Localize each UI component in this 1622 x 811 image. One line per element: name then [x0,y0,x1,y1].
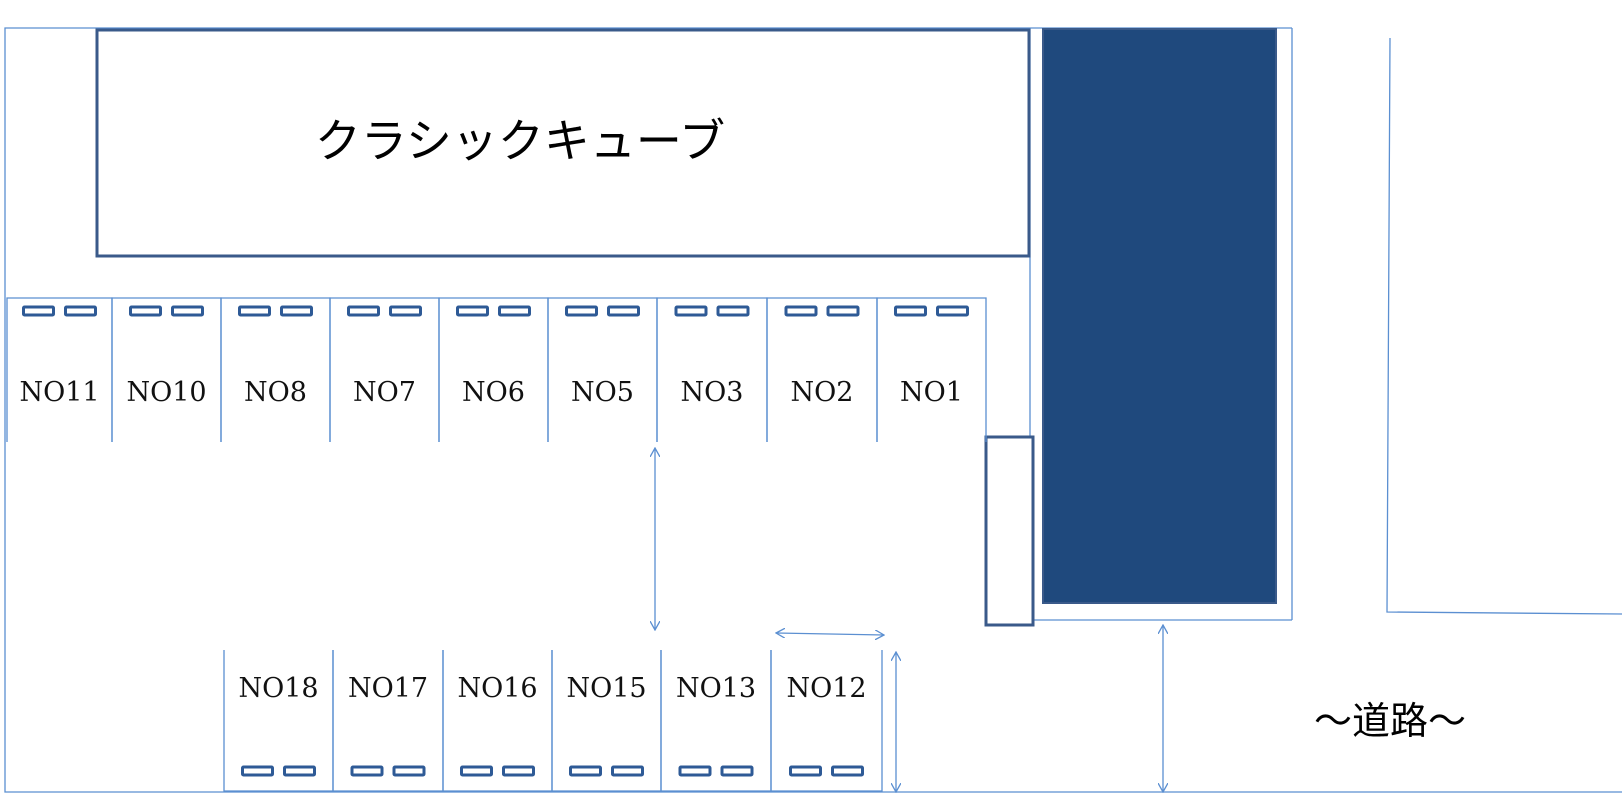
wheel-stopper [678,765,712,777]
parking-space-outline [656,297,768,442]
wheel-stopper [894,305,927,317]
parking-space: NO5 [547,297,658,442]
gate-box [984,435,1035,627]
parking-space-outline [770,650,883,792]
parking-space-label: NO8 [244,377,307,408]
building: クラシックキューブ [95,28,1031,258]
parking-space-label: NO7 [353,377,416,408]
parking-space-outline [766,297,878,442]
wheel-stopper [565,305,598,317]
parking-space-label: NO16 [457,673,537,704]
parking-space: NO17 [332,650,444,792]
parking-space-outline [111,297,222,442]
parking-space: NO7 [329,297,440,442]
parking-space: NO3 [656,297,768,442]
wheel-stopper [238,305,271,317]
wheel-stopper [720,765,754,777]
wheel-stopper [283,765,316,777]
parking-space-outline [6,297,113,442]
parking-space-label: NO3 [681,377,744,408]
wheel-stopper [502,765,535,777]
wheel-stopper [826,305,860,317]
parking-row-bottom: NO18 NO17 NO16 NO15 NO13 NO12 [223,650,883,792]
wheel-stopper [129,305,162,317]
parking-space: NO6 [438,297,549,442]
wheel-stopper [460,765,493,777]
dimension-arrows [655,448,1163,792]
dark-block [1042,28,1277,604]
parking-space-label: NO13 [676,673,756,704]
parking-space-outline [223,650,334,792]
wheel-stopper [241,765,274,777]
parking-space-outline [220,297,331,442]
wheel-stopper [498,305,531,317]
parking-space: NO10 [111,297,222,442]
wheel-stopper [389,305,422,317]
parking-space: NO15 [551,650,662,792]
wheel-stopper [280,305,313,317]
wheel-stopper [171,305,204,317]
parking-space-label: NO5 [571,377,634,408]
parking-space-label: NO17 [348,673,428,704]
road-label: ～道路～ [1314,699,1466,743]
parking-space: NO16 [442,650,553,792]
wheel-stopper [22,305,55,317]
wheel-stopper [611,765,644,777]
wheel-stopper [350,765,384,777]
parking-space-label: NO6 [462,377,525,408]
neighbor-lot-outline [1386,37,1622,615]
wheel-stopper [64,305,97,317]
parking-space-outline [876,297,987,442]
parking-space: NO8 [220,297,331,442]
parking-space: NO18 [223,650,334,792]
parking-space: NO13 [660,650,772,792]
wheel-stopper [936,305,969,317]
parking-space-outline [332,650,444,792]
parking-space: NO1 [876,297,987,442]
building-outline [95,28,1031,258]
wheel-stopper [789,765,822,777]
parking-space-outline [442,650,553,792]
wheel-stopper [347,305,380,317]
parking-space-label: NO15 [566,673,646,704]
wheel-stopper [456,305,489,317]
parking-space-outline [660,650,772,792]
wheel-stopper [716,305,750,317]
parking-space-outline [547,297,658,442]
parking-space-label: NO12 [786,673,866,704]
parking-space: NO12 [770,650,883,792]
wheel-stopper [607,305,640,317]
building-name: クラシックキューブ [315,114,725,168]
parking-space-label: NO18 [238,673,318,704]
parking-row-top: NO11 NO10 NO8 NO7 NO6 NO5 NO3 NO2 NO1 [6,297,987,442]
parking-space: NO11 [6,297,113,442]
parking-space-label: NO11 [19,377,99,408]
space-width-arrow [776,633,884,635]
wheel-stopper [392,765,426,777]
parking-space-outline [438,297,549,442]
wheel-stopper [784,305,818,317]
parking-space-label: NO1 [900,377,963,408]
parking-space-label: NO2 [791,377,854,408]
wheel-stopper [831,765,864,777]
parking-space: NO2 [766,297,878,442]
parking-space-outline [329,297,440,442]
wheel-stopper [569,765,602,777]
parking-space-label: NO10 [126,377,206,408]
parking-space-outline [551,650,662,792]
wheel-stopper [674,305,708,317]
